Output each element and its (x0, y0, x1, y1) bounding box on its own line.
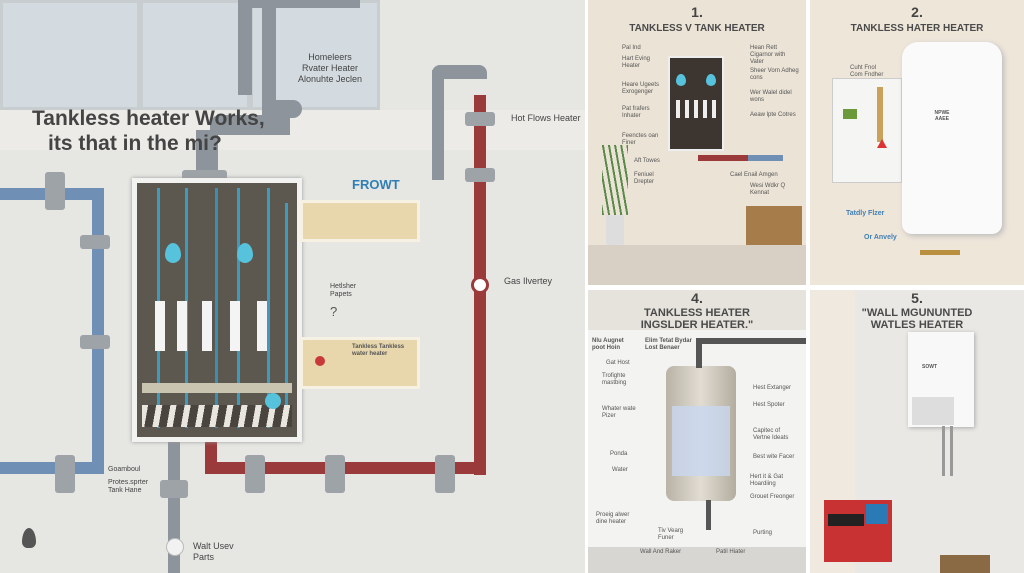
label-gombou: Goamboul (108, 466, 141, 473)
label-gas: Gas Ilvertey (504, 276, 553, 286)
panel-title: TANKLESS HEATER (644, 307, 750, 319)
panel-title: "WALL MGUNUNTED (861, 307, 973, 319)
label-hot-flows: Hot Flows Heater (511, 113, 581, 123)
title-line-1: Tankless heater Works, (32, 107, 265, 130)
title-line-2: its that in the mi? (48, 132, 222, 155)
window (0, 0, 140, 110)
panel-title: TANKLESS V TANK HEATER (629, 23, 765, 34)
label-front: FROWT (352, 177, 400, 192)
panel-2: 2. TANKLESS HATER HEATER NPWE AAEE Cuht … (810, 0, 1024, 285)
control-unit (832, 78, 902, 183)
panel-number: 2. (911, 4, 923, 20)
main-illustration: Tankless heater Works, its that in the m… (0, 0, 585, 573)
tank-diagram (666, 366, 736, 501)
label-blue: Tatdly Flzer (846, 210, 885, 217)
heater-diagram (668, 56, 724, 151)
wall-heater-unit: SOWT (908, 332, 974, 427)
panel-subtitle: INGSLDER HEATER." (640, 319, 754, 331)
product-box (824, 500, 892, 562)
drop-icon (22, 528, 36, 548)
water-drop-icon (237, 243, 253, 263)
plant (602, 145, 628, 215)
label-blue: Or Anvely (864, 234, 897, 241)
panel-number: 4. (691, 290, 703, 306)
pipe (238, 0, 252, 95)
water-drop-icon (165, 243, 181, 263)
tankless-heater-cutaway (132, 178, 302, 442)
panel-number: 5. (911, 290, 923, 306)
panel-5: 5. "WALL MGUNUNTED WATLES HEATER SOWT (810, 290, 1024, 573)
panel-number: 1. (691, 4, 703, 20)
panel-subtitle: WATLES HEATER (870, 319, 964, 331)
panel-1: 1. TANKLESS V TANK HEATER Pal Ind Hart E… (588, 0, 806, 285)
panel-title: TANKLESS HATER HEATER (850, 23, 984, 34)
gas-valve-icon (471, 276, 489, 294)
callout-tankless (300, 337, 420, 389)
tankless-heater-unit: NPWE AAEE (902, 42, 1002, 234)
callout-front (300, 200, 420, 242)
panel-4: 4. TANKLESS HEATER INGSLDER HEATER." Nlu… (588, 290, 806, 573)
window (140, 0, 250, 110)
valve-icon (166, 538, 184, 556)
